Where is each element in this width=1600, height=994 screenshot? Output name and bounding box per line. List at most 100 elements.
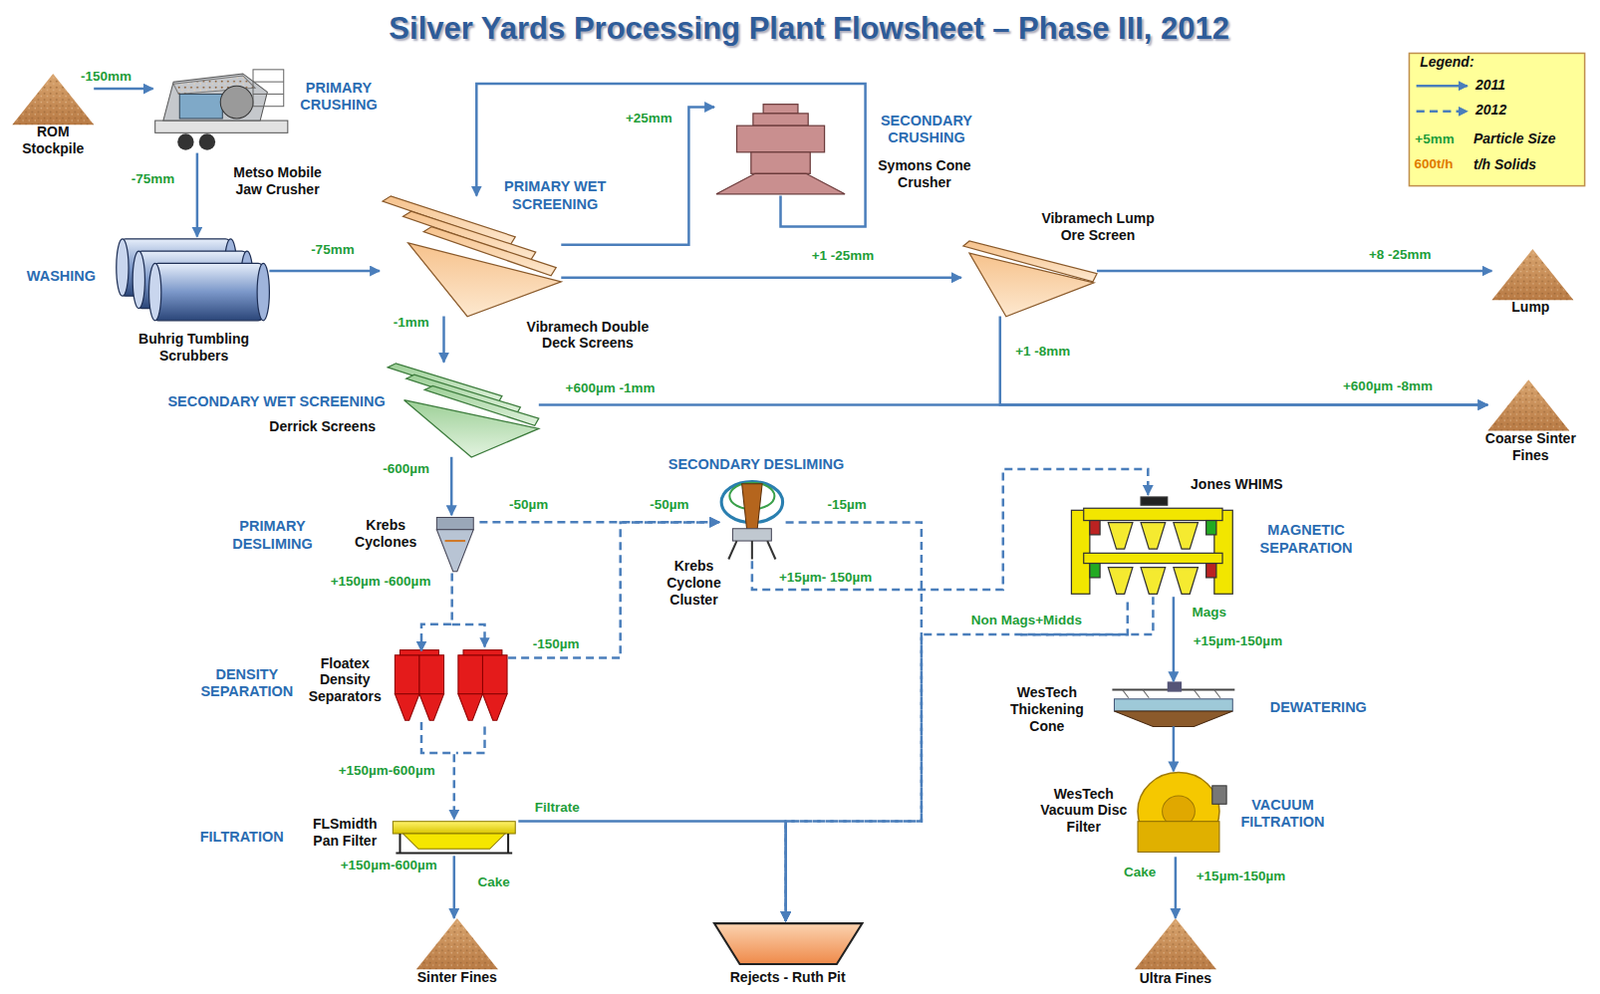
stream-label: -75mm [129,171,178,188]
annotation-label: +15µm-150µm [1196,868,1286,885]
stream-label: Filtrate [533,800,582,816]
equipment-node: Ultra Fines [1134,918,1217,970]
flow-line [518,821,786,922]
equipment-node: FLSmidth Pan Filter [390,818,519,856]
equipment-node: Coarse Sinter Fines [1487,379,1572,431]
annotation-label: DEWATERING [1270,699,1367,717]
equipment-node: Floatex Density Separators [392,650,509,723]
stream-label: Mags [1189,604,1229,621]
annotation-label: PRIMARY CRUSHING [291,79,386,115]
annotation-label: PRIMARY WET SCREENING [495,178,616,214]
equipment-node: WesTech Vacuum Disc Filter [1132,771,1227,857]
equipment-name: Lump [1511,298,1550,316]
annotation-label: +5mm [1414,131,1454,148]
equipment-name: ROM Stockpile [14,123,92,158]
equipment-node: Lump [1491,249,1572,300]
legend-text: 2012 [1475,101,1507,119]
flow-line [442,316,446,363]
equipment-name: Derrick Screens [268,418,376,436]
annotation-label: DENSITY SEPARATION [192,666,303,702]
annotation-label: +150µm-600µm [340,857,438,874]
equipment-node: Krebs Cyclones [430,515,480,573]
dashed-flow-line [786,596,1154,922]
stream-label: -150mm [78,68,134,85]
stream-label: +600µm -1mm [563,380,658,397]
flow-line [1000,316,1489,406]
equipment-name: Sinter Fines [417,969,498,987]
legend-text: 2011 [1475,76,1506,94]
annotation-label: +15µm-150µm [1193,633,1283,650]
annotation-label: SECONDARY CRUSHING [875,112,978,148]
equipment-name: FLSmidth Pan Filter [301,815,388,850]
equipment-name: Coarse Sinter Fines [1473,430,1589,465]
flow-line [560,276,962,280]
annotation-label: VACUUM FILTRATION [1230,797,1334,832]
stream-label: -75mm [308,242,357,259]
equipment-name: Vibramech Double Deck Screens [515,318,660,353]
stream-label: +150µm-600µm [336,763,438,780]
equipment-name: Vibramech Lump Ore Screen [1030,210,1165,245]
flow-line [1096,269,1492,273]
equipment-name: Ultra Fines [1139,970,1212,988]
stream-label: Non Mags+Midds [969,612,1084,629]
flow-line [1172,596,1176,682]
equipment-node: Sinter Fines [416,918,499,970]
equipment-node: Derrick Screens [385,362,539,458]
equipment-name: Jones WHIMS [1190,476,1284,494]
equipment-name: Krebs Cyclone Cluster [660,557,729,608]
equipment-name: WesTech Thickening Cone [1001,684,1093,735]
equipment-name: Krebs Cyclones [345,517,426,551]
equipment-node: Vibramech Lump Ore Screen [961,241,1097,317]
stream-label: -50µm [507,497,550,514]
stream-label: +1 -25mm [809,248,877,265]
equipment-name: Floatex Density Separators [299,655,390,706]
flow-line [93,87,153,91]
flow-line [450,457,454,516]
flow-line [1172,726,1176,772]
stream-label: Cake [1121,864,1158,881]
annotation-label: Legend: [1419,53,1474,71]
flow-line [476,83,865,227]
equipment-node: Rejects - Ruth Pit [712,921,863,967]
flow-line [268,269,380,273]
annotation-label: WASHING [26,267,96,285]
annotation-label: SECONDARY WET SCREENING [167,393,385,411]
equipment-name: Metso Mobile Jaw Crusher [221,164,334,199]
flow-line [1174,856,1178,919]
equipment-name: WesTech Vacuum Disc Filter [1039,786,1129,836]
diagram-title: Silver Yards Processing Plant Flowsheet … [388,9,1230,47]
equipment-node: Krebs Cyclone Cluster [719,477,787,561]
flow-line [196,153,200,238]
equipment-node: Metso Mobile Jaw Crusher [153,69,291,154]
stream-label: -150µm [531,636,582,653]
equipment-node: Symons Cone Crusher [714,101,845,196]
annotation-label: +600µm -8mm [1342,378,1433,395]
equipment-node: Buhrig Tumbling Scrubbers [114,237,270,323]
legend-text: t/h Solids [1473,156,1537,174]
stream-label: -15µm [824,497,868,514]
dashed-flow-line [752,469,1148,590]
stream-label: +150µm -600µm [328,573,434,590]
annotation-label: SECONDARY DESLIMING [668,456,844,474]
flow-line [538,403,1489,407]
equipment-name: Rejects - Ruth Pit [730,969,846,987]
annotation-label: PRIMARY DESLIMING [225,518,319,553]
equipment-node: WesTech Thickening Cone [1109,681,1237,727]
equipment-node: Vibramech Double Deck Screens [379,196,561,317]
legend-text: Particle Size [1473,130,1557,148]
stream-label: -600µm [380,461,432,478]
stream-label: -1mm [391,314,432,331]
stream-label: +25mm [623,110,675,127]
flow-line [560,107,715,246]
annotation-label: FILTRATION [200,828,284,846]
equipment-node: Jones WHIMS [1068,495,1235,597]
stream-label: +15µm- 150µm [777,569,874,586]
equipment-name: Buhrig Tumbling Scrubbers [126,330,262,365]
stream-label: +8 -25mm [1366,247,1434,264]
flow-line [453,855,457,919]
stream-label: +1 -8mm [1013,343,1072,360]
equipment-name: Symons Cone Crusher [869,157,981,192]
